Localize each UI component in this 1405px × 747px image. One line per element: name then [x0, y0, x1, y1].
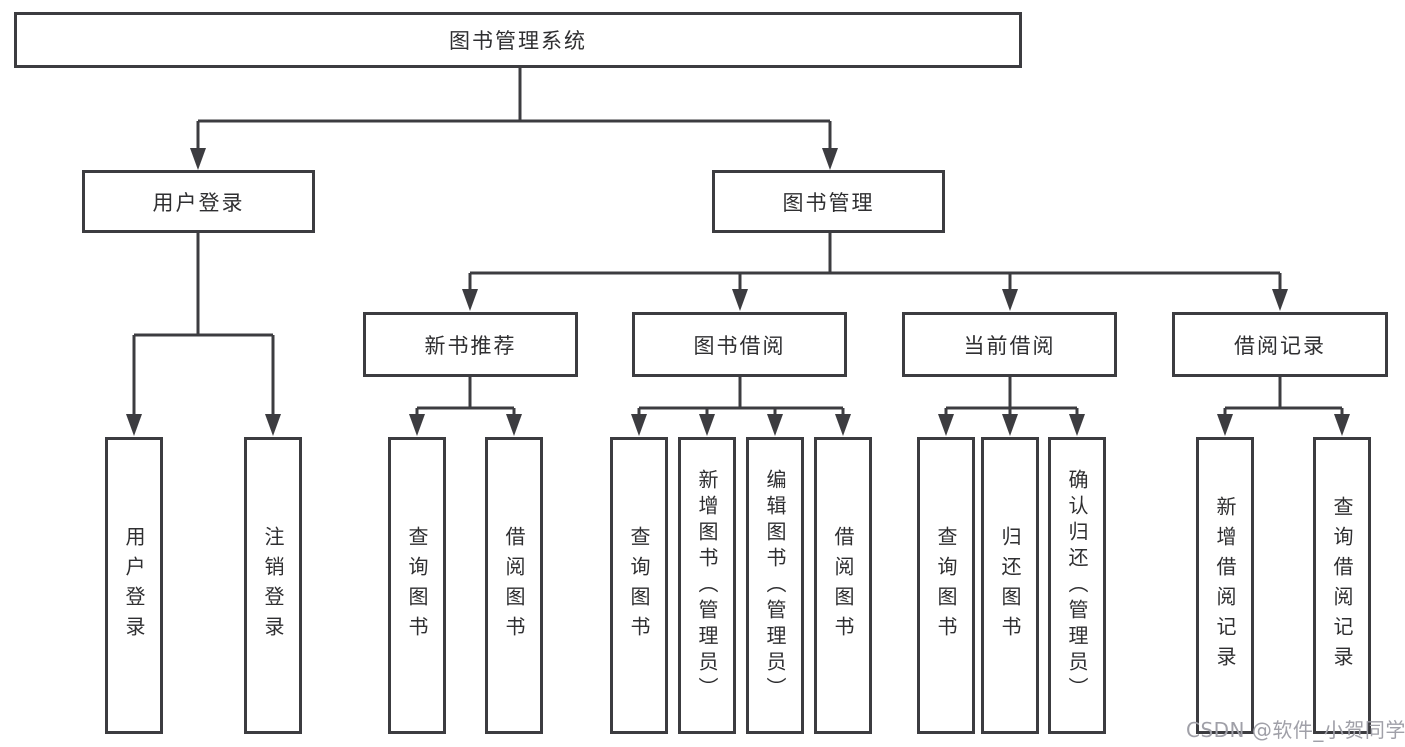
leaf-label: 新增借阅记录 [1213, 495, 1237, 676]
node-book-borrowing: 图书借阅 [632, 312, 847, 377]
leaf-borrow-books-borrowing: 借阅图书 [814, 437, 872, 734]
leaf-logout: 注销登录 [244, 437, 302, 734]
leaf-query-books-recommend: 查询图书 [388, 437, 446, 734]
leaf-borrow-books-recommend: 借阅图书 [485, 437, 543, 734]
leaf-label: 编辑图书（管理员） [763, 468, 787, 703]
leaf-label: 归还图书 [998, 525, 1022, 646]
leaf-label: 确认归还（管理员） [1065, 468, 1089, 703]
leaf-edit-books-admin: 编辑图书（管理员） [746, 437, 804, 734]
leaf-label: 查询图书 [627, 525, 651, 646]
node-new-book-recommendation: 新书推荐 [363, 312, 578, 377]
node-root: 图书管理系统 [14, 12, 1022, 68]
node-user-login: 用户登录 [82, 170, 315, 233]
node-book-management: 图书管理 [712, 170, 945, 233]
leaf-add-books-admin: 新增图书（管理员） [678, 437, 736, 734]
node-label: 用户登录 [152, 190, 245, 215]
node-label: 图书管理系统 [449, 29, 587, 53]
leaf-confirm-return-admin: 确认归还（管理员） [1048, 437, 1106, 734]
leaf-label: 查询图书 [934, 525, 958, 646]
leaf-label: 借阅图书 [502, 525, 526, 646]
node-label: 借阅记录 [1234, 333, 1326, 358]
leaf-query-books-borrowing: 查询图书 [610, 437, 668, 734]
leaf-label: 查询借阅记录 [1330, 495, 1354, 676]
watermark: CSDN @软件_小贺同学 [1186, 718, 1405, 742]
leaf-label: 借阅图书 [831, 525, 855, 646]
leaf-label: 注销登录 [261, 525, 285, 646]
node-current-borrowing: 当前借阅 [902, 312, 1117, 377]
leaf-query-books-current: 查询图书 [917, 437, 975, 734]
node-label: 图书管理 [782, 190, 875, 215]
leaf-user-login: 用户登录 [105, 437, 163, 734]
node-label: 当前借阅 [963, 333, 1056, 358]
leaf-label: 查询图书 [405, 525, 429, 646]
node-label: 新书推荐 [424, 333, 517, 358]
leaf-query-borrow-record: 查询借阅记录 [1313, 437, 1371, 734]
leaf-add-borrow-record: 新增借阅记录 [1196, 437, 1254, 734]
node-label: 图书借阅 [693, 333, 786, 358]
leaf-return-books: 归还图书 [981, 437, 1039, 734]
node-borrowing-records: 借阅记录 [1172, 312, 1388, 377]
leaf-label: 用户登录 [122, 525, 146, 646]
leaf-label: 新增图书（管理员） [695, 468, 719, 703]
